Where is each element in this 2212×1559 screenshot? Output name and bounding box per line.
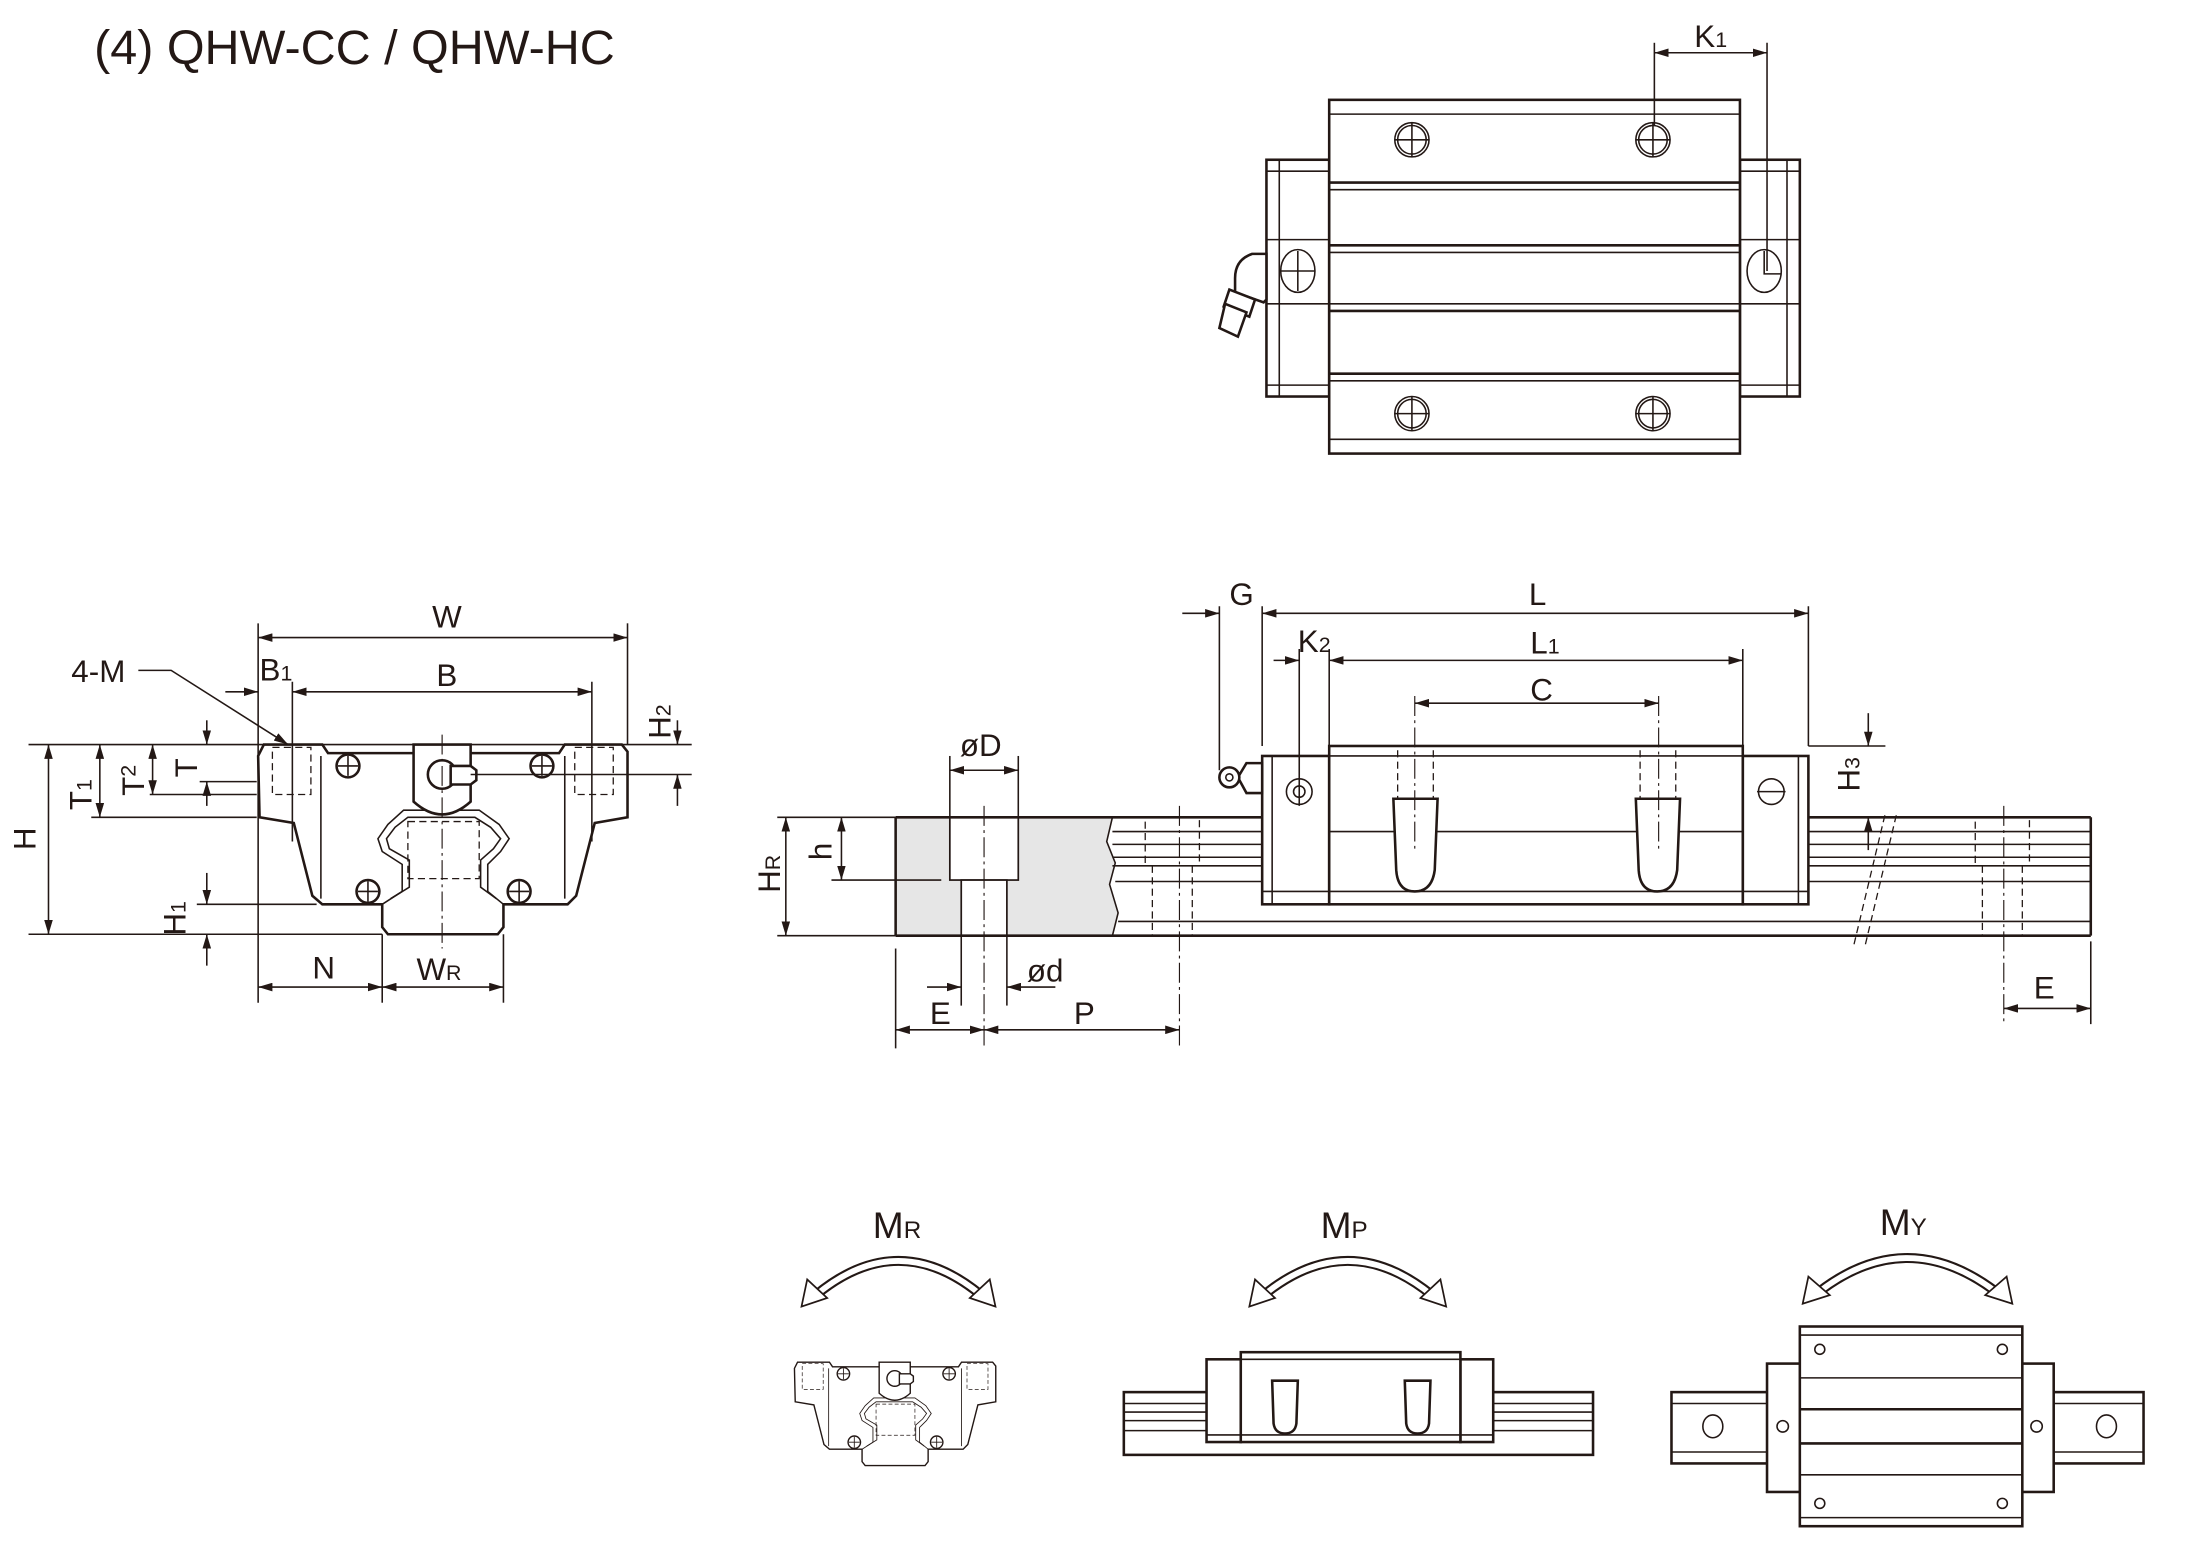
label-H3: H3 [1832, 757, 1867, 792]
label-L1: L1 [1530, 625, 1559, 660]
label-WR: WR [416, 952, 461, 987]
moment-MR: MR [793, 1204, 997, 1467]
label-B1: B1 [260, 652, 293, 687]
label-L: L [1529, 577, 1546, 612]
label-H1: H1 [157, 901, 192, 936]
moment-MP: MP [1122, 1204, 1595, 1457]
dim-K1: K1 [1653, 19, 1768, 272]
label-G: G [1229, 577, 1253, 612]
label-MR: MR [873, 1204, 921, 1246]
label-C: C [1530, 672, 1553, 707]
label-T: T [169, 758, 204, 777]
label-4-M: 4-M [71, 654, 125, 689]
label-B: B [436, 658, 457, 693]
label-K2: K2 [1298, 624, 1331, 659]
label-d: ød [1027, 953, 1064, 988]
label-D: øD [960, 728, 1002, 763]
moment-MY: MY [1670, 1201, 2145, 1528]
label-h: h [803, 843, 838, 860]
label-K1: K1 [1694, 19, 1727, 54]
label-HR: HR [752, 855, 787, 893]
label-H2: H2 [642, 704, 677, 739]
label-MY: MY [1880, 1201, 1927, 1243]
label-T1: T1 [63, 779, 98, 810]
block-body [1327, 98, 1742, 455]
label-E-right: E [2034, 970, 2055, 1005]
front-view: W B1 B 4-M H2 T T2 T1 H [8, 600, 692, 1003]
label-E: E [930, 996, 951, 1031]
top-view: K1 [1217, 19, 1802, 455]
label-N: N [312, 950, 335, 985]
label-W: W [432, 600, 462, 635]
label-T2: T2 [116, 765, 151, 796]
label-H: H [8, 827, 43, 850]
grease-nipple-top [1217, 252, 1268, 339]
end-cap-right [1738, 158, 1802, 398]
mounting-holes [1279, 121, 1783, 432]
label-MP: MP [1321, 1204, 1368, 1246]
label-P: P [1074, 996, 1095, 1031]
side-view: G L K2 L1 C H3 HR h øD ød [752, 577, 2093, 1049]
page-title: (4) QHW-CC / QHW-HC [94, 21, 615, 75]
